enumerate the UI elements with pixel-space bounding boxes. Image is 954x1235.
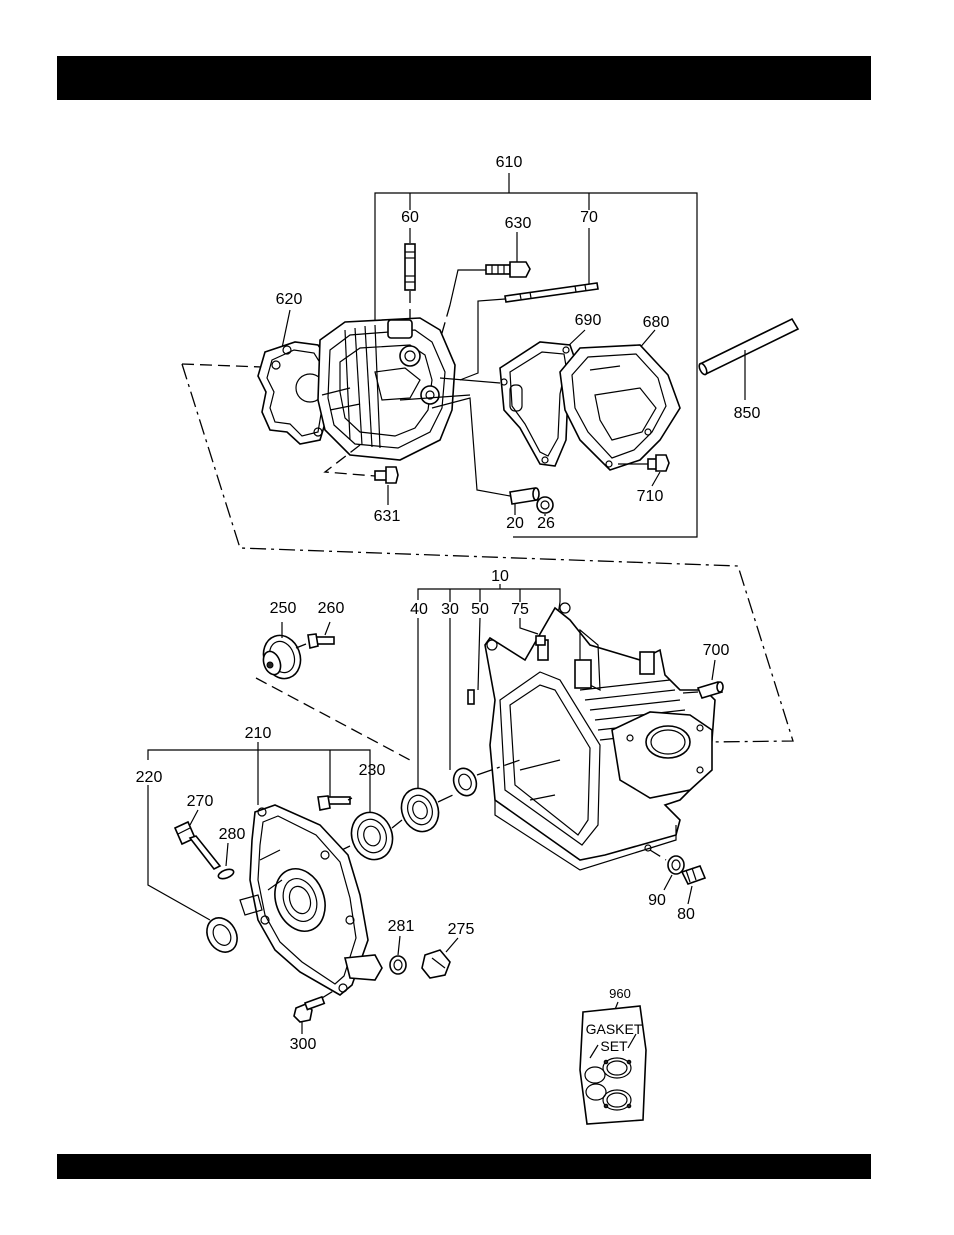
pin-50 <box>468 690 474 704</box>
label-620: 620 <box>276 291 303 308</box>
label-960: 960 <box>609 986 631 1001</box>
label-250: 250 <box>270 600 297 617</box>
label-30: 30 <box>441 601 459 618</box>
label-300: 300 <box>290 1036 317 1053</box>
cylinder-head <box>318 318 510 496</box>
bolt-630 <box>440 232 530 340</box>
seal-26 <box>537 497 553 516</box>
label-26: 26 <box>537 515 555 532</box>
label-75: 75 <box>511 601 529 618</box>
pipe-850 <box>698 319 798 400</box>
bolt-230 <box>318 796 352 810</box>
label-90: 90 <box>648 892 666 909</box>
label-690: 690 <box>575 312 602 329</box>
dowel-75 <box>536 636 545 645</box>
label-20: 20 <box>506 515 524 532</box>
drain-plug-275 <box>422 938 458 978</box>
label-275: 275 <box>448 921 475 938</box>
label-281: 281 <box>388 918 415 935</box>
drain-plug-80 <box>682 866 705 904</box>
bolt-260 <box>296 622 334 648</box>
o-ring-280 <box>217 843 235 880</box>
stud-60 <box>405 228 415 320</box>
oil-seal-220 <box>201 912 243 957</box>
label-210: 210 <box>245 725 272 742</box>
dowel-700 <box>683 660 723 698</box>
label-40: 40 <box>410 601 428 618</box>
bolt-300 <box>294 990 335 1034</box>
bearing-40 <box>396 783 455 837</box>
washer-90 <box>650 850 684 890</box>
label-10: 10 <box>491 568 509 585</box>
label-710: 710 <box>637 488 664 505</box>
label-631: 631 <box>374 508 401 525</box>
crankcase <box>485 603 715 870</box>
o-ring-281 <box>390 936 406 974</box>
label-610: 610 <box>496 154 523 171</box>
valve-cover-680 <box>560 330 680 470</box>
label-700: 700 <box>703 642 730 659</box>
label-80: 80 <box>677 906 695 923</box>
dowel-20 <box>510 488 539 515</box>
label-60: 60 <box>401 209 419 226</box>
label-680: 680 <box>643 314 670 331</box>
dipstick-270 <box>175 810 220 869</box>
gasket-set-text-line2: SET <box>600 1038 628 1054</box>
label-630: 630 <box>505 215 532 232</box>
label-70: 70 <box>580 209 598 226</box>
label-260: 260 <box>318 600 345 617</box>
leader-dash-620 <box>182 364 262 367</box>
label-850: 850 <box>734 405 761 422</box>
label-50: 50 <box>471 601 489 618</box>
label-280: 280 <box>219 826 246 843</box>
label-230: 230 <box>359 762 386 779</box>
gasket-set-text-line1: GASKET <box>586 1021 643 1037</box>
label-270: 270 <box>187 793 214 810</box>
label-220: 220 <box>136 769 163 786</box>
